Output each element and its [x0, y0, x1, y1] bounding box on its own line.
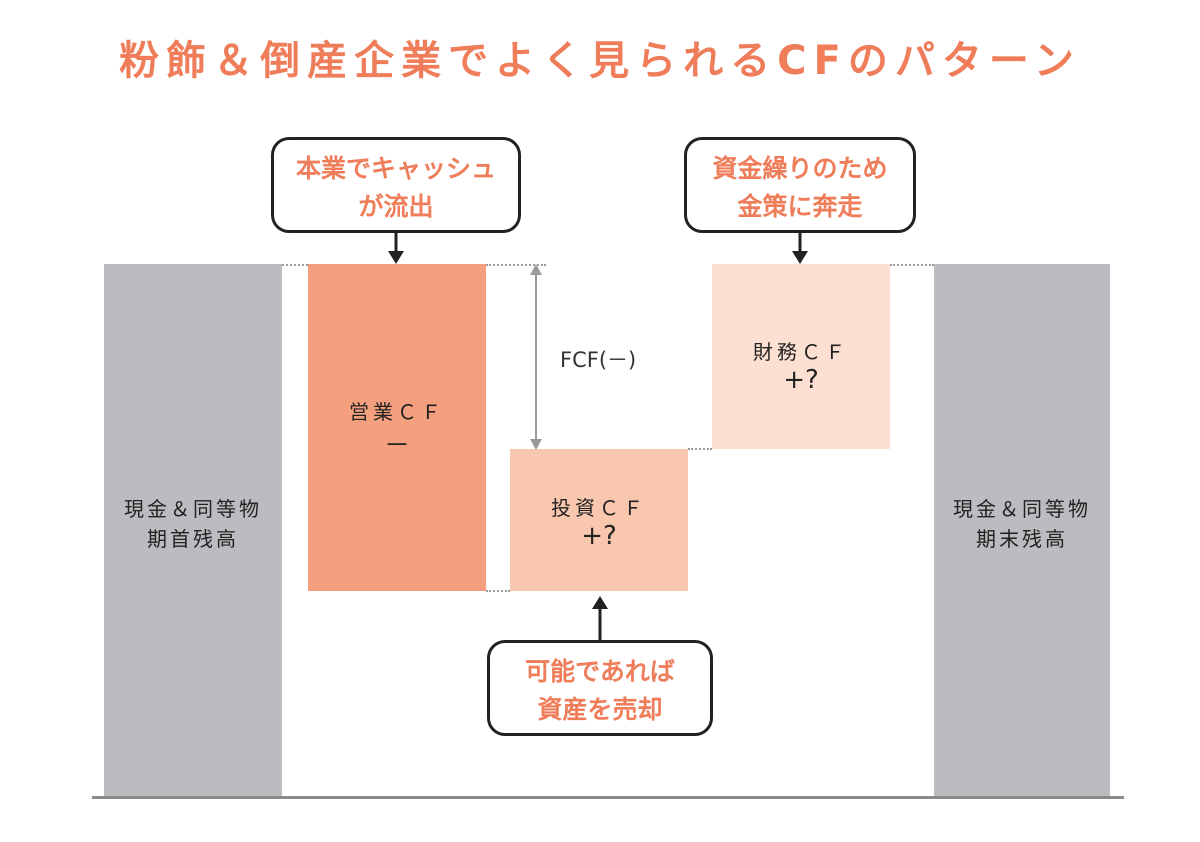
investing-cf-name: 投資ＣＦ: [551, 496, 647, 520]
connector-bottom-left: [486, 590, 510, 592]
opening-cash-label-line1: 現金＆同等物: [124, 497, 262, 521]
closing-cash-label-line2: 期末残高: [976, 527, 1068, 551]
callout-investing-line2: 資産を売却: [537, 695, 663, 724]
operating-cf-label: 営業ＣＦ －: [308, 396, 486, 462]
investing-cf-sign: +?: [581, 521, 617, 551]
operating-cf-name: 営業ＣＦ: [349, 400, 445, 424]
fcf-label: FCF(－): [560, 348, 637, 372]
opening-cash-label: 現金＆同等物 期首残高: [104, 494, 282, 554]
financing-cf-block: [712, 264, 890, 449]
callout-operating-line1: 本業でキャッシュ: [295, 154, 496, 183]
connector-top-right: [890, 264, 934, 266]
callout-investing-line1: 可能であれば: [525, 657, 675, 686]
financing-cf-label: 財務ＣＦ +?: [712, 336, 890, 395]
callout-investing: 可能であれば 資産を売却: [487, 640, 713, 736]
closing-cash-bar: [934, 264, 1110, 796]
callout-financing-line1: 資金繰りのため: [712, 154, 888, 183]
callout-operating-line2: が流出: [358, 192, 434, 221]
callout-operating-arrow: [388, 233, 404, 264]
callout-financing: 資金繰りのため 金策に奔走: [684, 137, 916, 233]
fcf-range-arrow: [530, 264, 542, 450]
closing-cash-label: 現金＆同等物 期末残高: [934, 494, 1110, 554]
operating-cf-block: [308, 264, 486, 591]
opening-cash-label-line2: 期首残高: [147, 527, 239, 551]
closing-cash-label-line1: 現金＆同等物: [953, 497, 1091, 521]
connector-mid: [688, 448, 712, 450]
diagram-title: 粉飾＆倒産企業でよく見られるCFのパターン: [119, 38, 1081, 84]
financing-cf-name: 財務ＣＦ: [753, 340, 849, 364]
connector-top-left: [282, 264, 308, 266]
operating-cf-sign: －: [383, 431, 410, 461]
opening-cash-bar: [104, 264, 282, 796]
baseline: [92, 796, 1124, 799]
callout-operating: 本業でキャッシュ が流出: [271, 137, 521, 233]
financing-cf-sign: +?: [783, 365, 819, 395]
callout-financing-line2: 金策に奔走: [737, 192, 863, 221]
connector-top-mid: [486, 264, 546, 266]
investing-cf-block: [510, 449, 688, 591]
investing-cf-label: 投資ＣＦ +?: [510, 492, 688, 551]
callout-financing-arrow: [792, 233, 808, 264]
callout-investing-arrow: [592, 596, 608, 640]
